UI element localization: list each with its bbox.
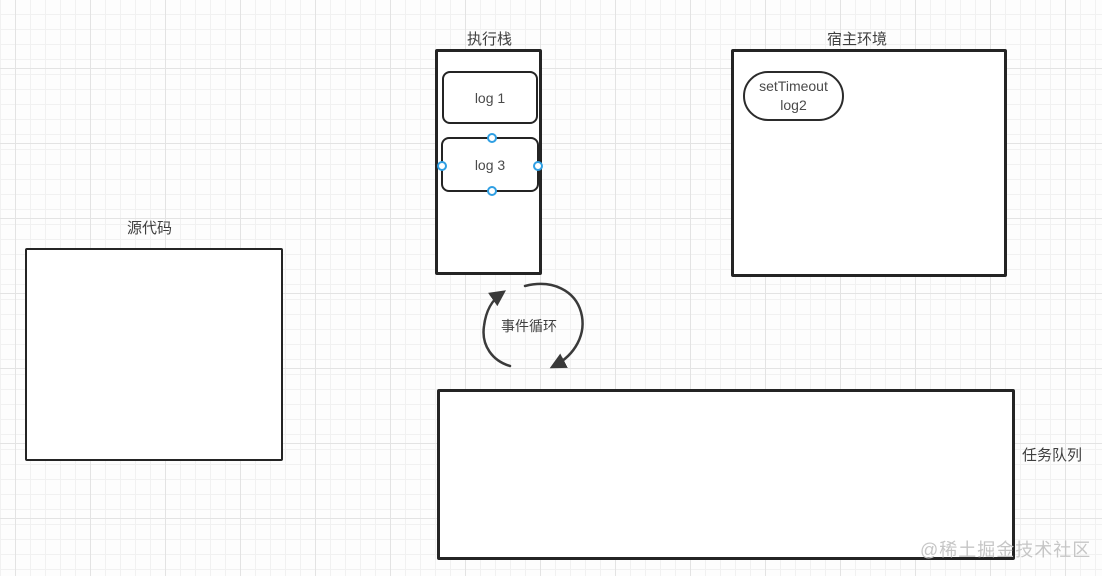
selection-handle-right[interactable] [533,161,543,171]
event-loop-label[interactable]: 事件循环 [501,318,557,334]
selection-handle-top[interactable] [487,133,497,143]
stack-frame-log1-label: log 1 [474,89,506,106]
execution-stack-label[interactable]: 执行栈 [467,31,513,48]
settimeout-line1: setTimeout [759,78,828,95]
watermark-text: @稀土掘金技术社区 [920,540,1092,560]
event-loop-left-arc [482,290,512,368]
source-code-box[interactable] [25,248,283,461]
settimeout-node[interactable]: setTimeout log2 [743,71,844,121]
source-code-label[interactable]: 源代码 [127,220,173,237]
task-queue-box[interactable] [437,389,1015,560]
stack-frame-log1[interactable]: log 1 [442,71,538,124]
event-loop-arrows[interactable] [475,278,593,378]
settimeout-line2: log2 [780,97,807,113]
event-loop-right-arc [523,282,584,369]
task-queue-label[interactable]: 任务队列 [1022,447,1083,464]
host-environment-label[interactable]: 宿主环境 [827,31,888,48]
selection-handle-bottom[interactable] [487,186,497,196]
stack-frame-log3-label: log 3 [474,156,506,173]
stack-frame-log3[interactable]: log 3 [437,133,543,196]
selection-handle-left[interactable] [437,161,447,171]
